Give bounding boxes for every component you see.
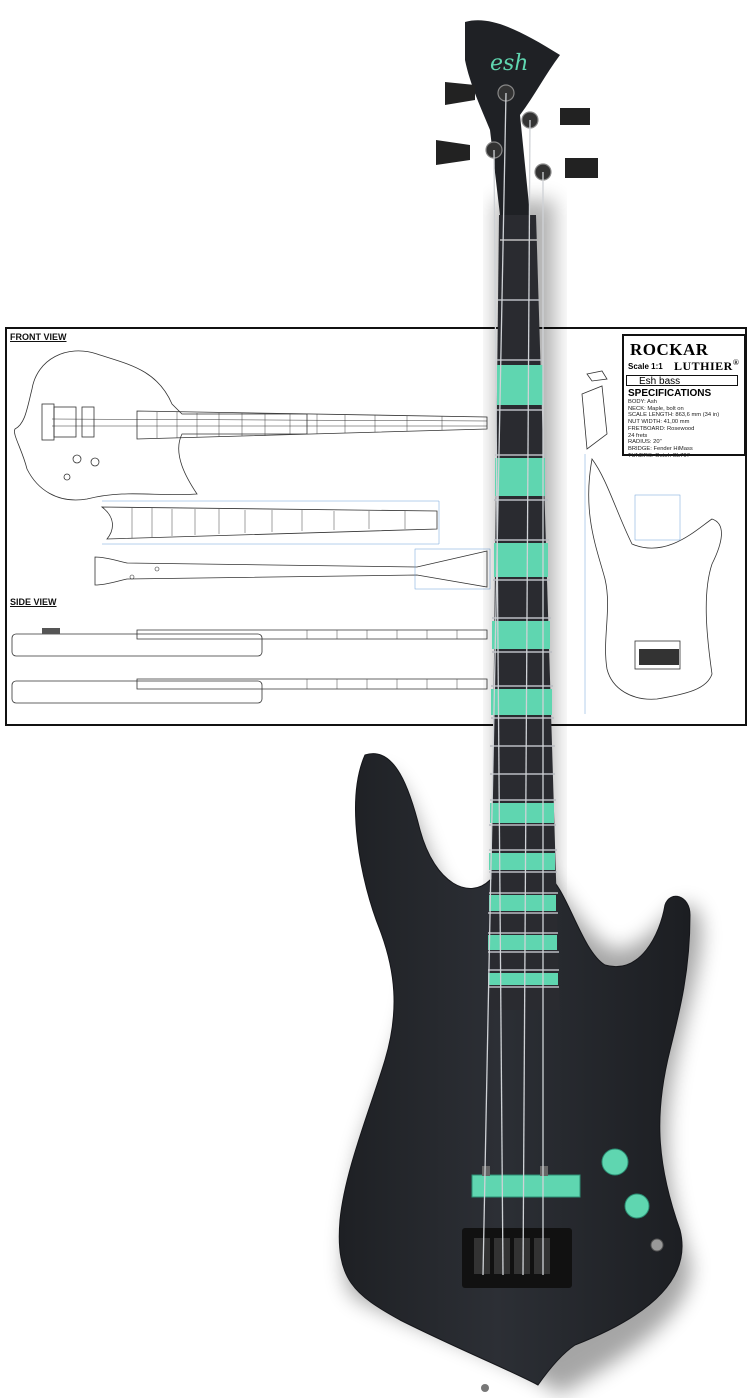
spec-item: TUNERS: Gotoh Gb707 xyxy=(628,452,690,459)
tone-knob xyxy=(624,1193,650,1219)
front-view-body-outline xyxy=(14,350,308,501)
strings xyxy=(482,92,544,1276)
spec-item: RADIUS: 20" xyxy=(628,439,662,446)
model-name: Esh bass xyxy=(626,375,738,387)
headstock-logo: esh xyxy=(490,51,528,76)
fret-inlays xyxy=(488,365,558,985)
control-plate xyxy=(581,385,608,450)
brand-subtitle: LUTHIER® xyxy=(674,358,739,374)
specifications-list: BODY: Ash NECK: Maple, bolt on SCALE LEN… xyxy=(628,399,719,459)
spec-item: BRIDGE: Fender HiMass xyxy=(628,445,693,452)
registered-mark: ® xyxy=(732,358,740,367)
right-body-template xyxy=(588,458,722,700)
front-view-neck xyxy=(136,410,488,440)
blueprint-sheet: FRONT VIEW SIDE VIEW xyxy=(5,327,747,726)
title-block: ROCKAR Scale 1:1 LUTHIER® Esh bass SPECI… xyxy=(622,334,746,459)
fret-wires xyxy=(488,299,559,988)
headstock xyxy=(465,20,560,216)
spec-item: FRETBOARD: Rosewood xyxy=(628,425,695,432)
toggle-switch xyxy=(650,1238,664,1252)
tuner-pegs xyxy=(436,82,598,181)
neck-underside xyxy=(94,550,488,588)
spec-item: NECK: Maple, bolt on xyxy=(628,405,684,412)
pickup xyxy=(471,1174,581,1198)
front-view-frets xyxy=(156,412,443,438)
blueprint-drawings xyxy=(11,350,722,714)
spec-item: SCALE LENGTH: 863,6 mm (34 in) xyxy=(628,412,720,419)
spec-item: NUT WIDTH: 41,00 mm xyxy=(628,419,690,426)
scale-label: Scale 1:1 xyxy=(628,362,663,371)
fretboard-plan xyxy=(100,506,438,540)
brand-subtitle-text: LUTHIER xyxy=(674,359,733,373)
volume-knob xyxy=(601,1148,629,1176)
spec-item: 24 frets xyxy=(628,432,648,439)
specifications-heading: SPECIFICATIONS xyxy=(628,388,712,399)
brand-name: ROCKAR xyxy=(630,340,709,359)
truss-cover xyxy=(586,370,608,382)
strap-button xyxy=(481,1384,489,1392)
spec-item: BODY: Ash xyxy=(628,399,657,405)
bass-body xyxy=(338,753,691,1386)
front-view-label: FRONT VIEW xyxy=(10,332,67,342)
side-view-label: SIDE VIEW xyxy=(10,597,57,607)
